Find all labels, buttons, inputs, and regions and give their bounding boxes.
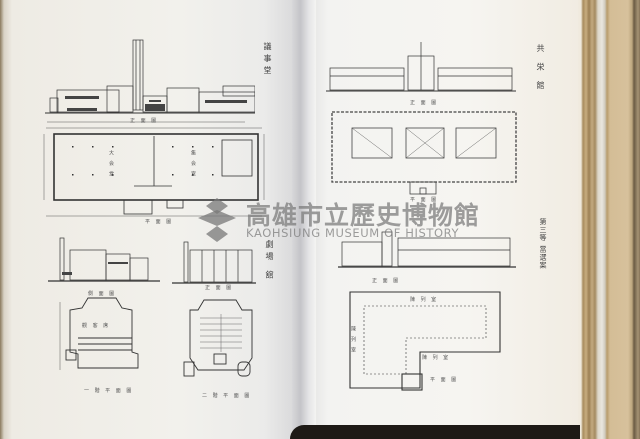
label-hall-b: 陳 列 室 xyxy=(350,326,356,355)
exhibition-front-elevation xyxy=(326,42,516,92)
label-theater-plan-1: 一 階 平 面 圖 xyxy=(84,388,134,394)
label-front-elevation-2: 正 面 圖 xyxy=(205,285,234,291)
label-theater-room: 觀 客 席 xyxy=(82,323,111,329)
caption-theater: 劇場 舘 xyxy=(265,240,274,283)
label-front-elevation: 正 面 圖 xyxy=(130,118,159,124)
caption-exhibition-hall: 共 栄 館 xyxy=(536,44,545,94)
theater-plan-ground xyxy=(59,297,139,370)
label-floor-plan: 平 面 圖 xyxy=(145,219,174,225)
label-hall-c: 陳 列 室 xyxy=(422,355,451,361)
caption-third-prize: 第三等 當選案 xyxy=(539,218,547,270)
label-room-left: 大 会 堂 xyxy=(108,150,114,179)
label-exhibition-elevation: 正 面 圖 xyxy=(410,100,439,106)
label-hall-a: 陳 列 室 xyxy=(410,297,439,303)
caption-public-hall: 議事堂 xyxy=(263,42,272,78)
label-theater-plan-2: 二 階 平 面 圖 xyxy=(202,393,252,399)
label-room-right: 集 会 室 xyxy=(190,150,196,179)
lower-floor-plan xyxy=(349,291,501,391)
theater-side-elevation xyxy=(48,237,160,282)
exhibition-floor-plan xyxy=(331,111,517,195)
right-page xyxy=(300,0,580,430)
lower-front-elevation xyxy=(338,231,516,268)
label-lower-plan: 平 面 圖 xyxy=(430,377,459,383)
label-lower-elevation: 正 面 圖 xyxy=(372,278,401,284)
theater-plan-upper xyxy=(183,299,253,377)
page-edges xyxy=(578,0,640,439)
book-gutter xyxy=(292,0,316,439)
hall-floor-plan xyxy=(43,127,265,217)
label-exhibition-plan: 平 面 圖 xyxy=(410,197,439,203)
theater-front-elevation xyxy=(172,241,256,284)
hall-front-elevation xyxy=(45,39,255,123)
label-side-elevation: 側 面 圖 xyxy=(88,291,117,297)
bottom-shadow xyxy=(290,425,580,439)
